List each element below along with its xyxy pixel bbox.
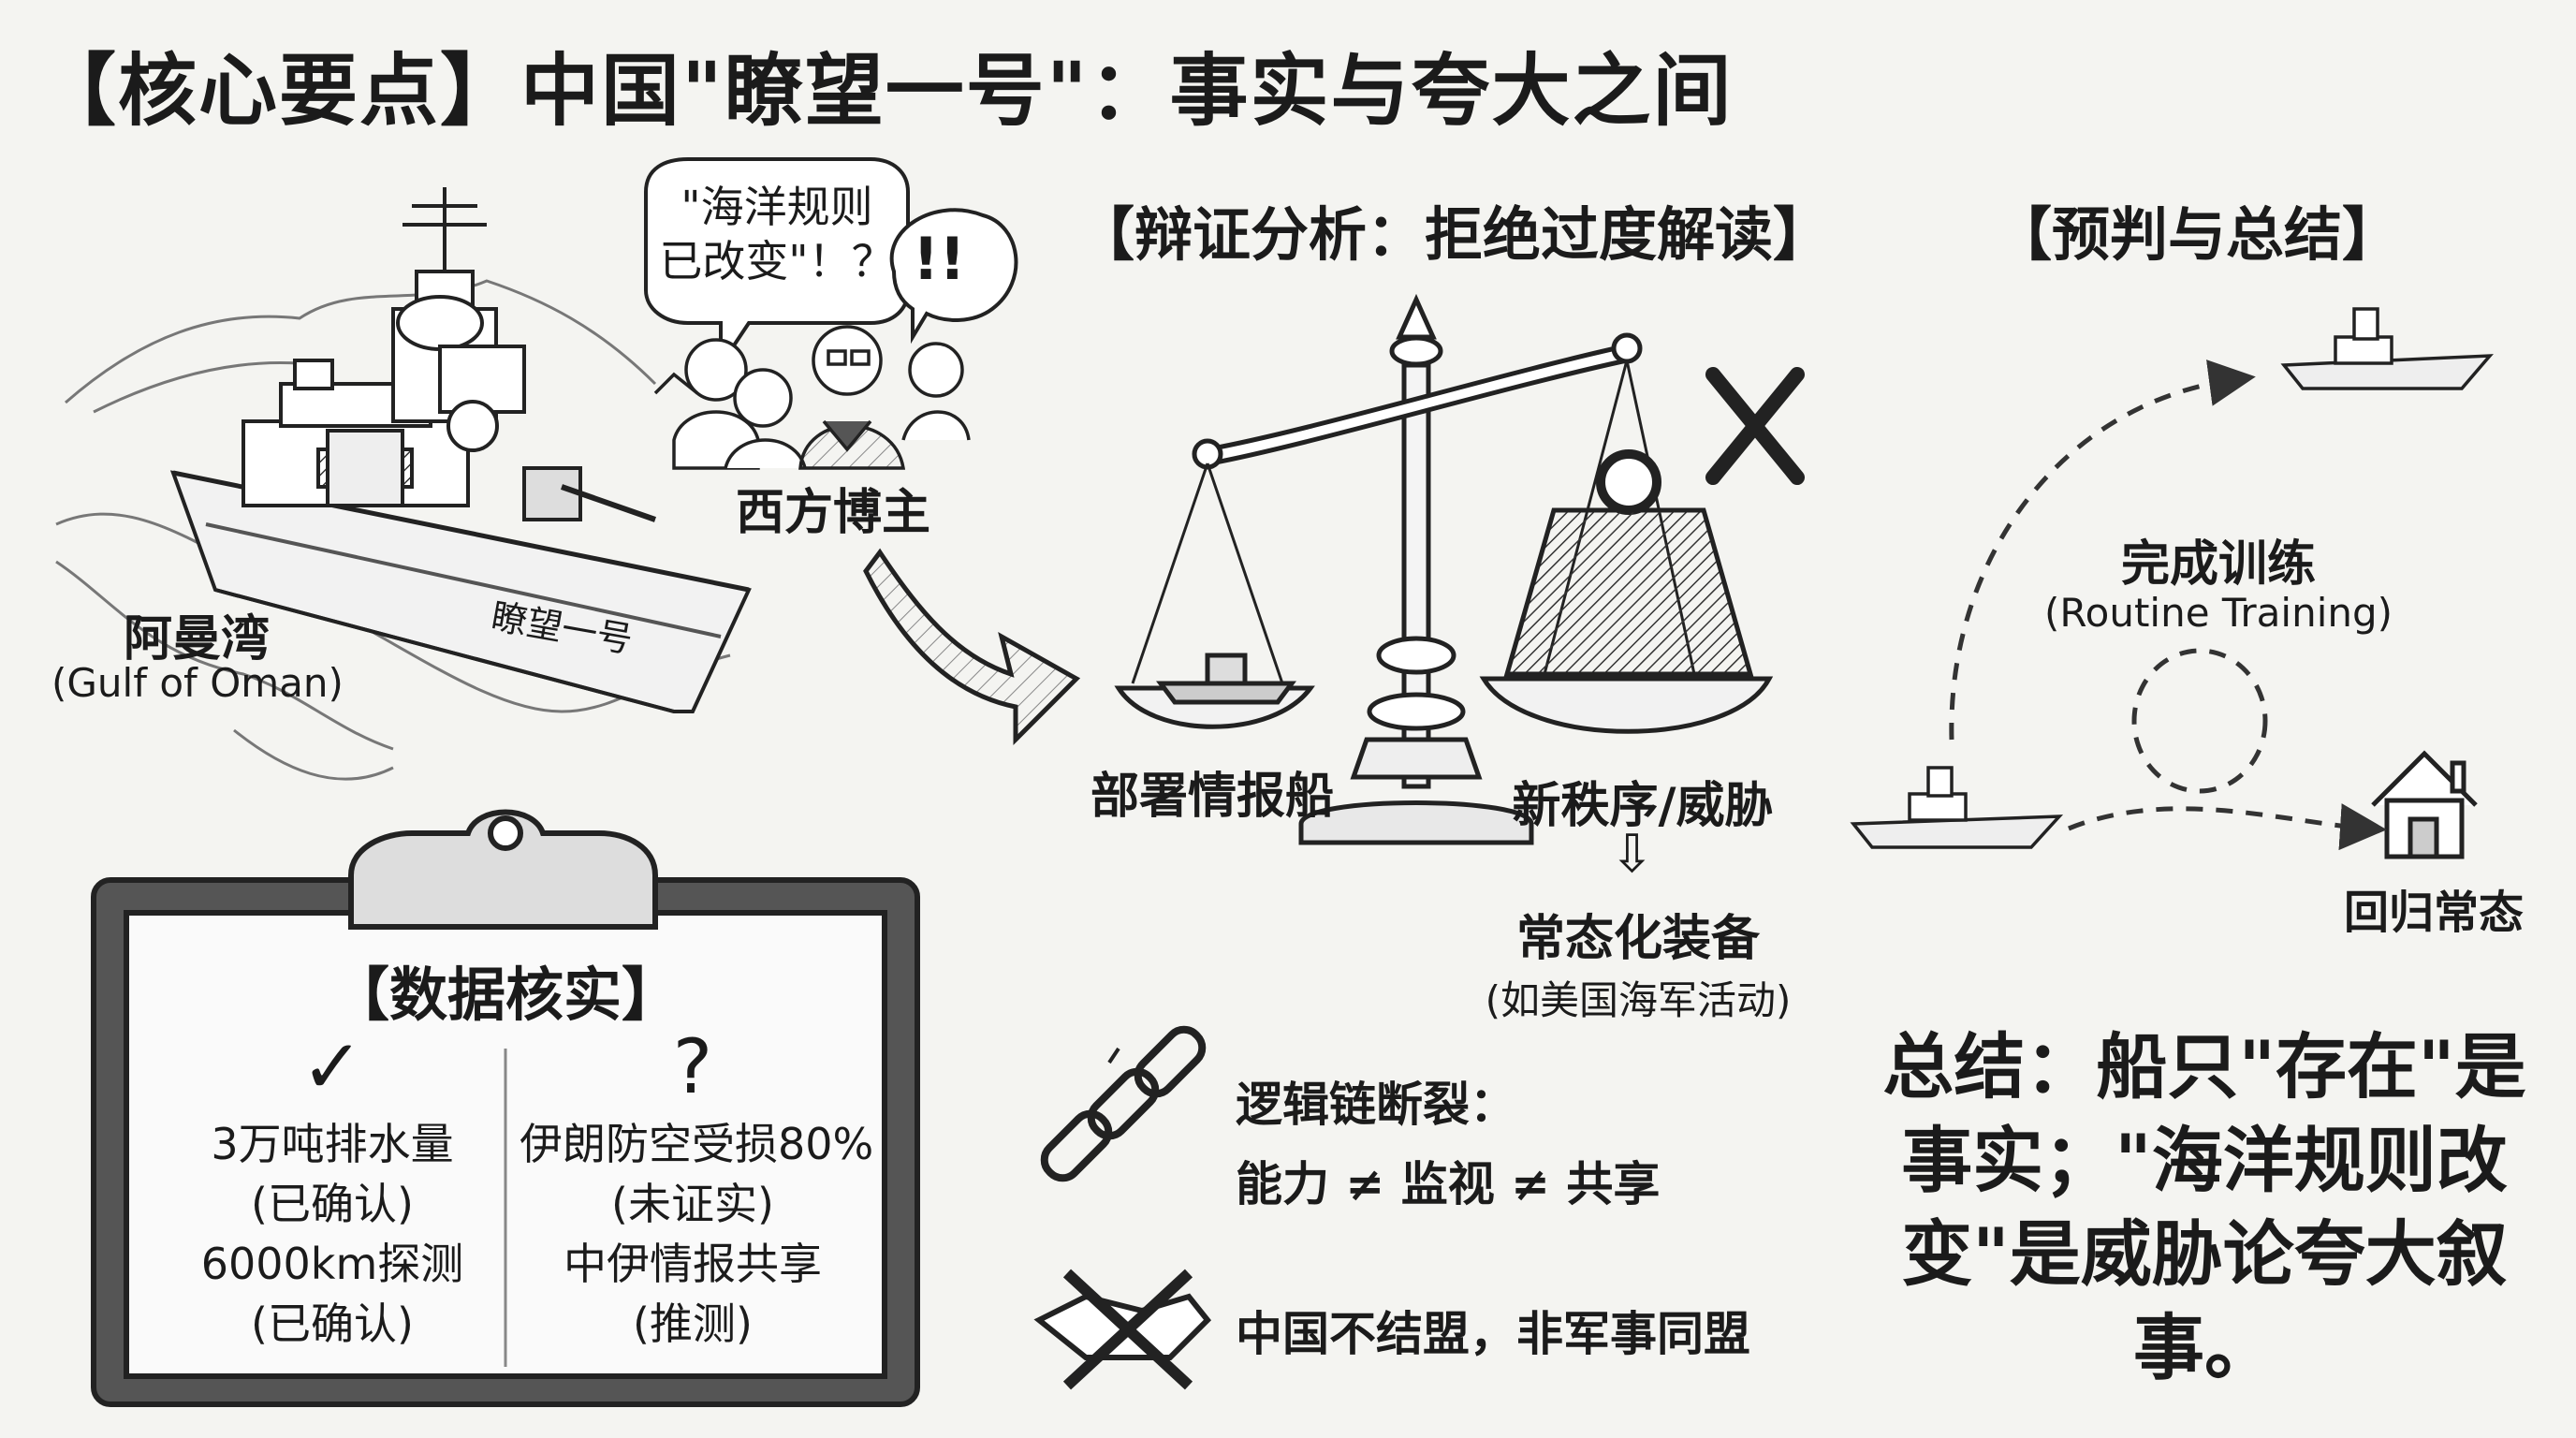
exclaim-mark: !! [913, 225, 966, 293]
clipboard-shape [91, 809, 920, 1407]
fact-line: 6000km探测 [200, 1239, 464, 1289]
home-icon [2371, 750, 2478, 859]
clipboard-left-col: ✓ 3万吨排水量 (已确认) 6000km探测 (已确认) [178, 1020, 487, 1354]
fact-line: (已确认) [251, 1299, 414, 1349]
speech-bubble-shape [644, 157, 1018, 372]
question-icon: ? [672, 1023, 713, 1110]
check-icon: ✓ [300, 1023, 364, 1110]
dashed-path [1949, 360, 2387, 851]
handshake-crossed-icon [1033, 1269, 1212, 1390]
page-title: 【核心要点】中国"瞭望一号"：事实与夸大之间 [37, 45, 1734, 137]
ship-illustration [169, 187, 752, 713]
forecast-heading: 【预判与总结】 [1994, 200, 2401, 269]
training-sub: (Routine Training) [2043, 590, 2393, 636]
crowd-illustration [653, 325, 971, 470]
clipboard-heading: 【数据核实】 [330, 961, 680, 1029]
chain-title: 逻辑链断裂： [1236, 1078, 1516, 1132]
claim-line: 中伊情报共享 [564, 1239, 822, 1289]
crowd-label: 西方博主 [735, 485, 930, 541]
normal-sub: (如美国海军活动) [1485, 977, 1792, 1023]
ship-bottom-left [1850, 766, 2064, 849]
fact-line: 3万吨排水量 [211, 1119, 454, 1169]
broken-chain-icon [1040, 1025, 1207, 1182]
training-label: 完成训练 [2120, 536, 2316, 593]
speech-bubble: "海洋规则 已改变"！？ [655, 180, 899, 288]
balance-scale [1114, 293, 1774, 845]
analysis-heading: 【辩证分析：拒绝过度解读】 [1076, 200, 1832, 269]
speech-line-2: 已改变"！？ [659, 236, 895, 286]
speech-line-1: "海洋规则 [681, 182, 873, 232]
location-en: (Gulf of Oman) [51, 660, 344, 706]
right-pan-label: 新秩序/威胁 [1512, 778, 1774, 834]
normal-label: 常态化装备 [1515, 911, 1760, 967]
claim-line: (推测) [633, 1299, 753, 1349]
claim-line: 伊朗防空受损80% [520, 1119, 874, 1169]
chain-formula: 能力 ≠ 监视 ≠ 共享 [1236, 1157, 1661, 1211]
arrow-down-icon: ⇩ [1610, 824, 1654, 885]
clipboard-right-col: ? 伊朗防空受损80% (未证实) 中伊情报共享 (推测) [520, 1020, 874, 1354]
location-cn: 阿曼湾 [123, 611, 270, 668]
ship-top-right [2280, 307, 2494, 390]
return-label: 回归常态 [2343, 887, 2524, 939]
summary-text: 总结：船只"存在"是事实；"海洋规则改变"是威胁论夸大叙事。 [1882, 1025, 2526, 1389]
alliance-text: 中国不结盟，非军事同盟 [1236, 1307, 1750, 1361]
claim-line: (未证实) [611, 1179, 774, 1229]
curved-arrow [863, 548, 1081, 746]
terrain-sketch [55, 279, 731, 781]
x-mark-icon [1705, 367, 1805, 485]
left-pan-label: 部署情报船 [1090, 769, 1334, 825]
fact-line: (已确认) [251, 1179, 414, 1229]
